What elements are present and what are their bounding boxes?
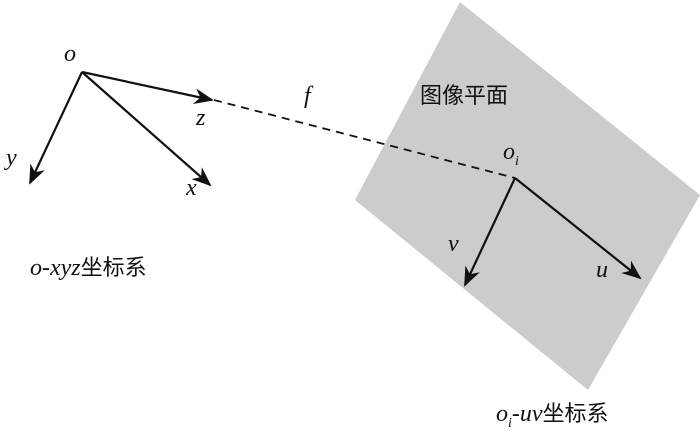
- x-axis: [81, 71, 212, 187]
- camera-frame-caption: o-xyz坐标系: [30, 256, 147, 280]
- v-axis: [464, 177, 516, 287]
- image-origin-label: oi: [503, 140, 519, 169]
- y-label: y: [6, 145, 17, 171]
- image-plane-label: 图像平面: [420, 84, 509, 109]
- image-frame-base: o: [496, 401, 508, 427]
- image-frame-caption: oi-uv坐标系: [496, 402, 609, 431]
- image-frame-symbol: -uv: [511, 401, 543, 427]
- u-axis: [514, 177, 642, 280]
- image-frame-text: 坐标系: [542, 402, 609, 427]
- image-plane: [355, 2, 700, 390]
- v-label: v: [448, 231, 459, 257]
- focal-length-label: f: [304, 83, 311, 109]
- image-frame-subscript: i: [508, 416, 512, 431]
- z-axis: [81, 70, 214, 104]
- y-axis: [29, 71, 83, 185]
- x-label: x: [186, 175, 197, 201]
- u-label: u: [596, 257, 608, 283]
- image-origin-base: o: [503, 139, 515, 165]
- image-origin-subscript: i: [515, 154, 519, 169]
- camera-frame-symbol: o-xyz: [30, 255, 81, 281]
- focal-length-dashed-line: [213, 99, 516, 179]
- origin-label: o: [64, 41, 76, 67]
- camera-frame-text: 坐标系: [80, 256, 147, 281]
- z-label: z: [196, 105, 206, 131]
